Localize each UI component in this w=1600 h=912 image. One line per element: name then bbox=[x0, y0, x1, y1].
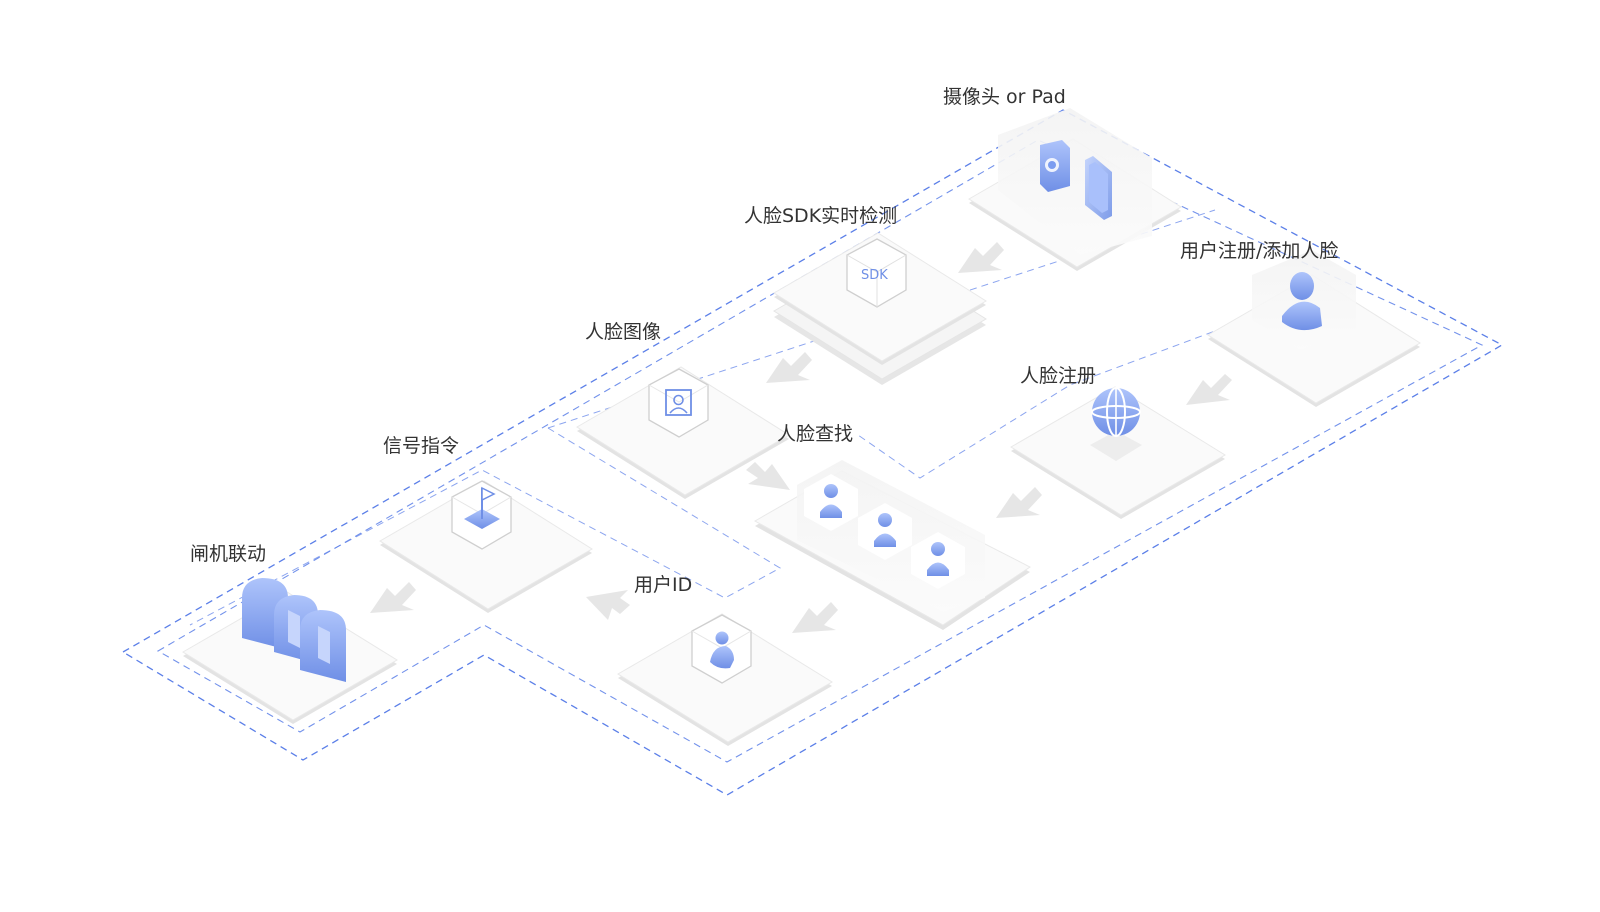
arrow-userid-to-signal bbox=[586, 590, 630, 620]
sdk-icon: SDK bbox=[846, 238, 907, 308]
arrow-signal-to-gate bbox=[370, 582, 416, 613]
sdk-detection-label: 人脸SDK实时检测 bbox=[744, 205, 898, 227]
inner-dashed-boundary-register bbox=[857, 314, 1259, 479]
arrow-registry-to-search bbox=[996, 487, 1042, 518]
gate-turnstile-icon bbox=[242, 578, 346, 682]
arrow-search-to-userid bbox=[792, 602, 838, 633]
user-register-icon bbox=[1282, 272, 1322, 331]
arrow-faceimage-to-search bbox=[746, 462, 790, 490]
face-registry-globe-icon bbox=[1090, 387, 1142, 461]
camera-icon bbox=[1040, 140, 1070, 192]
gate-linkage-label: 闸机联动 bbox=[190, 543, 267, 565]
user-register-label: 用户注册/添加人脸 bbox=[1180, 240, 1339, 262]
signal-flag-icon bbox=[451, 480, 512, 550]
outer-dashed-boundary bbox=[121, 109, 1504, 796]
face-registry-label: 人脸注册 bbox=[1020, 365, 1097, 387]
face-search-user-3-icon bbox=[911, 532, 965, 589]
arrow-camera-to-sdk bbox=[958, 242, 1004, 273]
camera-label: 摄像头 or Pad bbox=[943, 86, 1066, 108]
camera-platform bbox=[968, 108, 1182, 271]
inner-dashed-boundary-signal bbox=[189, 427, 782, 626]
user-id-icon bbox=[691, 614, 752, 684]
face-search-user-1-icon bbox=[804, 474, 858, 531]
arrow-sdk-to-faceimage bbox=[766, 352, 812, 383]
face-image-icon bbox=[648, 368, 709, 438]
arrows bbox=[370, 242, 1232, 633]
signal-command-label: 信号指令 bbox=[383, 435, 460, 457]
face-image-label: 人脸图像 bbox=[585, 321, 662, 343]
register-platform bbox=[1207, 250, 1421, 407]
sdk-icon-text: SDK bbox=[861, 268, 888, 283]
middle-dashed-boundary bbox=[156, 139, 1484, 763]
pad-icon bbox=[1085, 156, 1112, 220]
user-id-label: 用户ID bbox=[634, 574, 693, 596]
face-search-label: 人脸查找 bbox=[777, 423, 854, 445]
arrow-register-to-registry bbox=[1186, 374, 1232, 405]
face-search-user-2-icon bbox=[858, 503, 912, 560]
